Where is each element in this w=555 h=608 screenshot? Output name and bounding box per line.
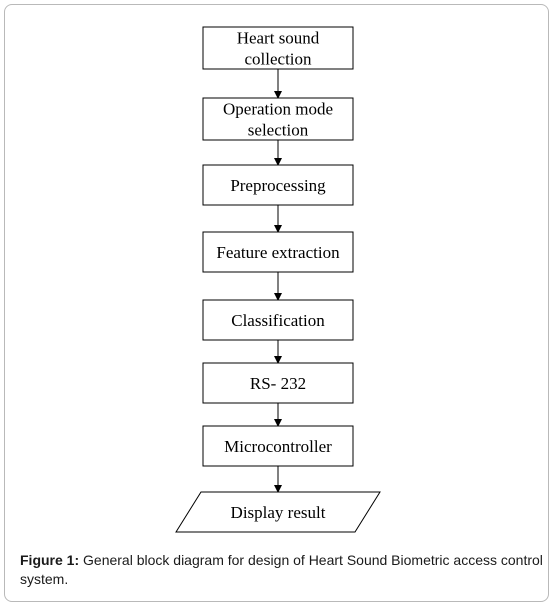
node-microcontroller: Microcontroller (202, 425, 354, 467)
node-label: Display result (231, 503, 326, 522)
node-box (202, 425, 354, 467)
node-box (202, 299, 354, 341)
node-label: Feature extraction (216, 243, 340, 262)
node-heart-sound-collection: Heart sound collection (202, 26, 354, 70)
node-box (202, 362, 354, 404)
node-feature-extraction: Feature extraction (202, 231, 354, 273)
node-label: Heart sound (237, 29, 320, 48)
node-label: Operation mode (223, 100, 333, 119)
node-label: Microcontroller (224, 437, 332, 456)
node-label: selection (248, 121, 309, 140)
caption-label: Figure 1: (20, 552, 80, 568)
node-preprocessing: Preprocessing (202, 164, 354, 206)
node-label: RS- 232 (250, 374, 306, 393)
node-label: Preprocessing (230, 176, 326, 195)
node-box (202, 97, 354, 141)
node-operation-mode-selection: Operation mode selection (202, 97, 354, 141)
caption-text: General block diagram for design of Hear… (20, 552, 543, 587)
figure-caption: Figure 1: General block diagram for desi… (20, 551, 545, 589)
node-display-result: Display result (175, 491, 381, 533)
node-parallelogram (175, 491, 381, 533)
node-label: collection (244, 50, 312, 69)
node-box (202, 164, 354, 206)
node-label: Classification (231, 311, 325, 330)
node-rs-232: RS- 232 (202, 362, 354, 404)
node-classification: Classification (202, 299, 354, 341)
node-box (202, 26, 354, 70)
node-box (202, 231, 354, 273)
